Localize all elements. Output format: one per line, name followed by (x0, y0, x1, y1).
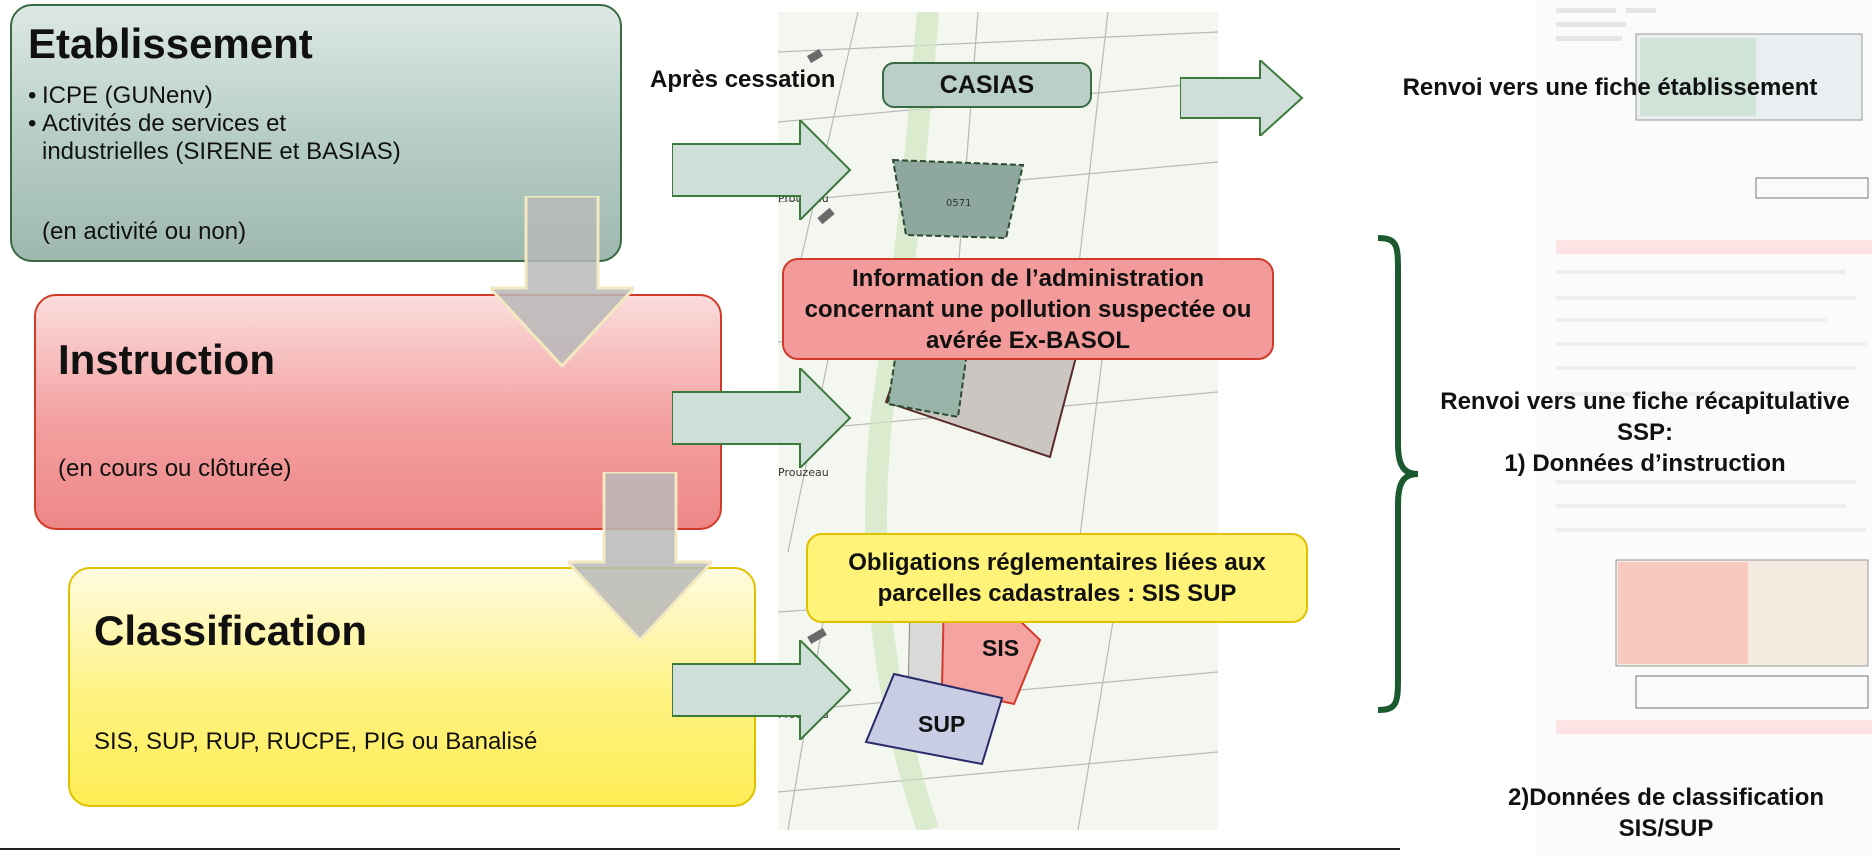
renvoi-recap-line: SSP: (1616, 419, 1673, 446)
sup-zone-label: SUP (918, 711, 965, 737)
donnees-classification-line: 2)Données de classification (1507, 784, 1825, 811)
sis-zone-label: SIS (982, 635, 1019, 661)
cadastral-map: 0571 0539 SIS SUP Prouzeau Prouzeau Prou… (778, 12, 1218, 830)
donnees-classification-line: SIS/SUP (1618, 815, 1714, 842)
map-place-label: Prouzeau (778, 466, 829, 479)
renvoi-recap-line: 1) Données d’instruction (1504, 450, 1786, 477)
fiche-document-drawing (1556, 8, 1872, 734)
classification-note: SIS, SUP, RUP, RUCPE, PIG ou Banalisé (94, 728, 538, 755)
list-item: Activités de services et industrielles (… (28, 110, 408, 166)
donnees-classification-label: 2)Données de classification SIS/SUP (1496, 782, 1836, 844)
info-administration-callout: Information de l’administration concerna… (782, 258, 1274, 360)
bottom-rule (0, 848, 1400, 850)
instruction-note: (en cours ou clôturée) (58, 455, 292, 482)
flow-arrow-down-icon (490, 196, 634, 368)
fiche-document-preview (1536, 0, 1872, 857)
stage-title-etablissement: Etablissement (28, 20, 313, 67)
stage-etablissement: Etablissement ICPE (GUNenv) Activités de… (10, 4, 622, 262)
etablissement-note: (en activité ou non) (42, 218, 247, 245)
stage-classification: Classification SIS, SUP, RUP, RUCPE, PIG… (68, 567, 756, 807)
stage-title-instruction: Instruction (58, 336, 275, 383)
sup-zone-shape (864, 672, 1004, 766)
etablissement-source-list: ICPE (GUNenv) Activités de services et i… (28, 82, 408, 166)
apres-cessation-label: Après cessation (650, 66, 836, 93)
arrow-right-icon (672, 368, 852, 468)
obligations-callout: Obligations réglementaires liées aux par… (806, 533, 1308, 623)
parcel-0571-shape (891, 158, 1025, 240)
stage-title-classification: Classification (94, 607, 368, 654)
flow-arrow-down-icon (568, 472, 712, 642)
arrow-right-icon (672, 640, 852, 740)
list-item: ICPE (GUNenv) (28, 82, 408, 110)
arrow-right-icon (672, 120, 852, 220)
bracket-icon (1377, 235, 1419, 713)
arrow-right-icon (1180, 60, 1304, 136)
renvoi-recap-line: Renvoi vers une fiche récapitulative (1440, 388, 1850, 415)
parcel-0571-number: 0571 (946, 198, 971, 209)
renvoi-fiche-recap-label: Renvoi vers une fiche récapitulative SSP… (1418, 386, 1872, 479)
casias-label: CASIAS (882, 62, 1092, 108)
renvoi-fiche-etablissement-label: Renvoi vers une fiche établissement (1402, 74, 1818, 101)
